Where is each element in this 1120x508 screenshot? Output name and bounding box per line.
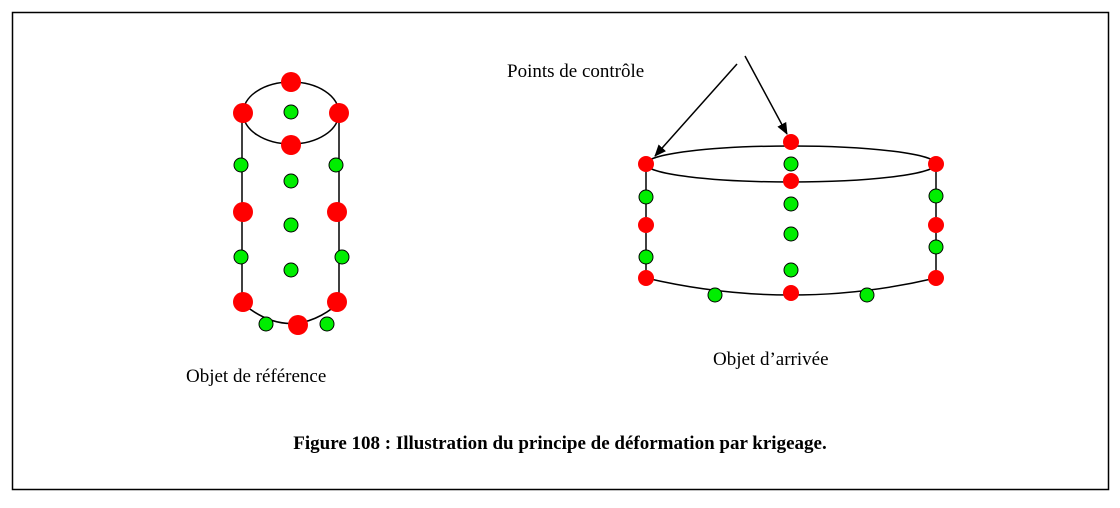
reference-interpolated-point bbox=[283, 217, 299, 233]
reference-control-point bbox=[329, 103, 349, 123]
reference-interpolated-point bbox=[233, 157, 249, 173]
target-interpolated-point bbox=[638, 189, 654, 205]
reference-control-point bbox=[281, 135, 301, 155]
target-interpolated-point bbox=[783, 196, 799, 212]
figure-caption: Figure 108 : Illustration du principe de… bbox=[293, 433, 826, 454]
target-interpolated-point bbox=[638, 249, 654, 265]
reference-interpolated-point bbox=[233, 249, 249, 265]
target-control-point bbox=[928, 156, 944, 172]
reference-interpolated-point bbox=[283, 104, 299, 120]
reference-control-point bbox=[233, 103, 253, 123]
reference-object bbox=[233, 72, 350, 335]
target-interpolated-point bbox=[783, 262, 799, 278]
target-interpolated-point bbox=[928, 188, 944, 204]
reference-control-point bbox=[288, 315, 308, 335]
target-control-point bbox=[783, 134, 799, 150]
reference-interpolated-point bbox=[334, 249, 350, 265]
target-control-point bbox=[638, 156, 654, 172]
reference-interpolated-point bbox=[283, 262, 299, 278]
reference-interpolated-point bbox=[258, 316, 274, 332]
target-control-point bbox=[638, 270, 654, 286]
target-control-point bbox=[638, 217, 654, 233]
target-interpolated-point bbox=[783, 226, 799, 242]
target-control-point bbox=[928, 270, 944, 286]
target-object-label: Objet d’arrivée bbox=[713, 349, 829, 370]
reference-interpolated-point bbox=[319, 316, 335, 332]
frame-border bbox=[11, 11, 1110, 491]
target-interpolated-point bbox=[928, 239, 944, 255]
reference-control-point bbox=[327, 292, 347, 312]
reference-control-point bbox=[233, 292, 253, 312]
arrow-to-left-control-point bbox=[654, 63, 738, 157]
control-points-callout: Points de contrôle bbox=[507, 55, 788, 157]
target-control-point bbox=[928, 217, 944, 233]
control-points-label: Points de contrôle bbox=[507, 61, 644, 82]
arrow-to-top-control-point bbox=[744, 55, 788, 135]
target-interpolated-point bbox=[707, 287, 723, 303]
reference-object-label: Objet de référence bbox=[186, 366, 326, 387]
target-interpolated-point bbox=[783, 156, 799, 172]
reference-control-point bbox=[233, 202, 253, 222]
target-object bbox=[638, 134, 944, 303]
reference-control-point bbox=[281, 72, 301, 92]
reference-control-point bbox=[327, 202, 347, 222]
reference-interpolated-point bbox=[328, 157, 344, 173]
reference-interpolated-point bbox=[283, 173, 299, 189]
target-control-point bbox=[783, 285, 799, 301]
target-control-point bbox=[783, 173, 799, 189]
target-interpolated-point bbox=[859, 287, 875, 303]
